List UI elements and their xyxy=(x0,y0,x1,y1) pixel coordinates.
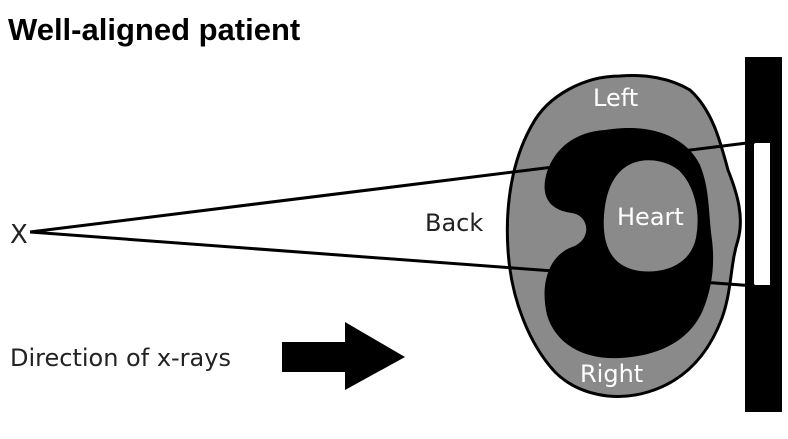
direction-arrow-icon xyxy=(282,322,405,390)
beam-upper-edge xyxy=(29,140,756,234)
label-left: Left xyxy=(593,84,638,112)
label-heart: Heart xyxy=(617,203,684,231)
page-title: Well-aligned patient xyxy=(8,12,301,47)
source-label: X xyxy=(10,220,28,250)
detector-window xyxy=(752,141,772,287)
heart-shape xyxy=(601,158,700,274)
label-right: Right xyxy=(580,360,643,388)
beam-lower-edge xyxy=(29,230,756,288)
direction-label: Direction of x-rays xyxy=(10,344,231,372)
label-back: Back xyxy=(425,209,483,237)
